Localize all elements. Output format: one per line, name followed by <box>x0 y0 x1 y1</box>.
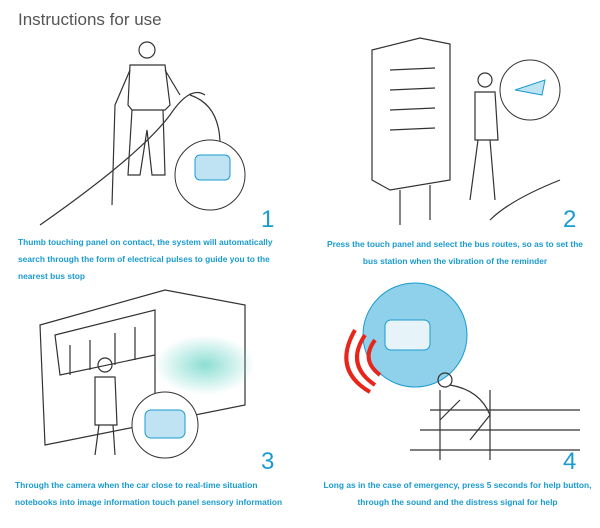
touch-device <box>144 409 186 439</box>
step-3-illustration <box>39 289 255 459</box>
touch-device <box>514 79 546 96</box>
step-3-number: 3 <box>261 448 275 475</box>
step-4-number: 4 <box>563 448 577 475</box>
alarm-signal-icon <box>344 329 382 394</box>
step-1-illustration <box>39 41 246 226</box>
step-4-illustration <box>344 282 580 460</box>
step-1-caption: Thumb touching panel on contact, the sys… <box>18 237 273 281</box>
step-3-caption: Through the camera when the car close to… <box>15 480 283 507</box>
step-2-number: 2 <box>563 206 577 233</box>
page-title: Instructions for use <box>18 10 162 29</box>
step-2-caption: Press the touch panel and select the bus… <box>327 239 583 266</box>
step-4-caption: Long as in the case of emergency, press … <box>323 480 592 507</box>
camera-glow <box>155 335 255 395</box>
touch-device <box>194 154 231 181</box>
step-1-number: 1 <box>261 206 275 233</box>
touch-device <box>384 319 431 351</box>
step-2-illustration <box>371 37 561 225</box>
